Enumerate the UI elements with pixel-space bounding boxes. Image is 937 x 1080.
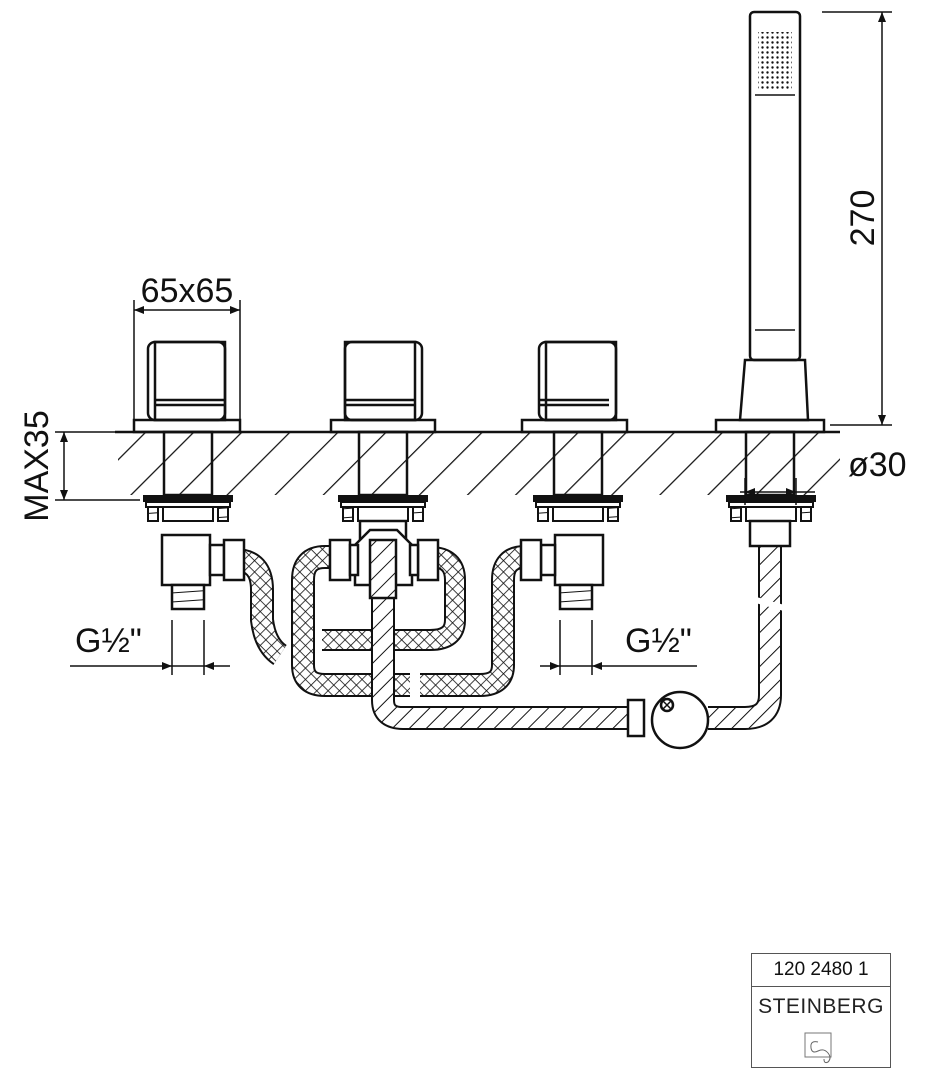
- connection-right-label: G½": [625, 622, 692, 660]
- mounting-shanks: [143, 430, 816, 522]
- dimension-handle-size: 65x65: [133, 272, 241, 420]
- article-number: 120 2480 1: [752, 954, 890, 987]
- hoses: [234, 545, 785, 730]
- hole-diameter-label: ø30: [848, 446, 907, 484]
- dimension-handshower-height: 270: [822, 11, 892, 426]
- connection-left-label: G½": [75, 622, 142, 660]
- brand-name: STEINBERG: [758, 995, 884, 1018]
- dimension-hole-diameter: ø30: [740, 446, 907, 505]
- handle-size-label: 65x65: [141, 272, 234, 310]
- dimension-max-thickness: MAX35: [18, 410, 140, 522]
- max-thickness-label: MAX35: [18, 410, 56, 522]
- dimension-connection-left: G½": [70, 620, 230, 675]
- valve-bodies: [160, 519, 792, 750]
- dimension-connection-right: G½": [540, 620, 697, 675]
- brand-logo-icon: [804, 1032, 832, 1064]
- handle-right: [520, 340, 629, 434]
- handle-middle: [329, 340, 437, 434]
- handshower-height-label: 270: [844, 190, 882, 247]
- title-block: 120 2480 1 STEINBERG: [751, 953, 891, 1068]
- countertop-section: [115, 430, 840, 495]
- hand-shower: [714, 10, 826, 434]
- handle-left: [132, 340, 242, 434]
